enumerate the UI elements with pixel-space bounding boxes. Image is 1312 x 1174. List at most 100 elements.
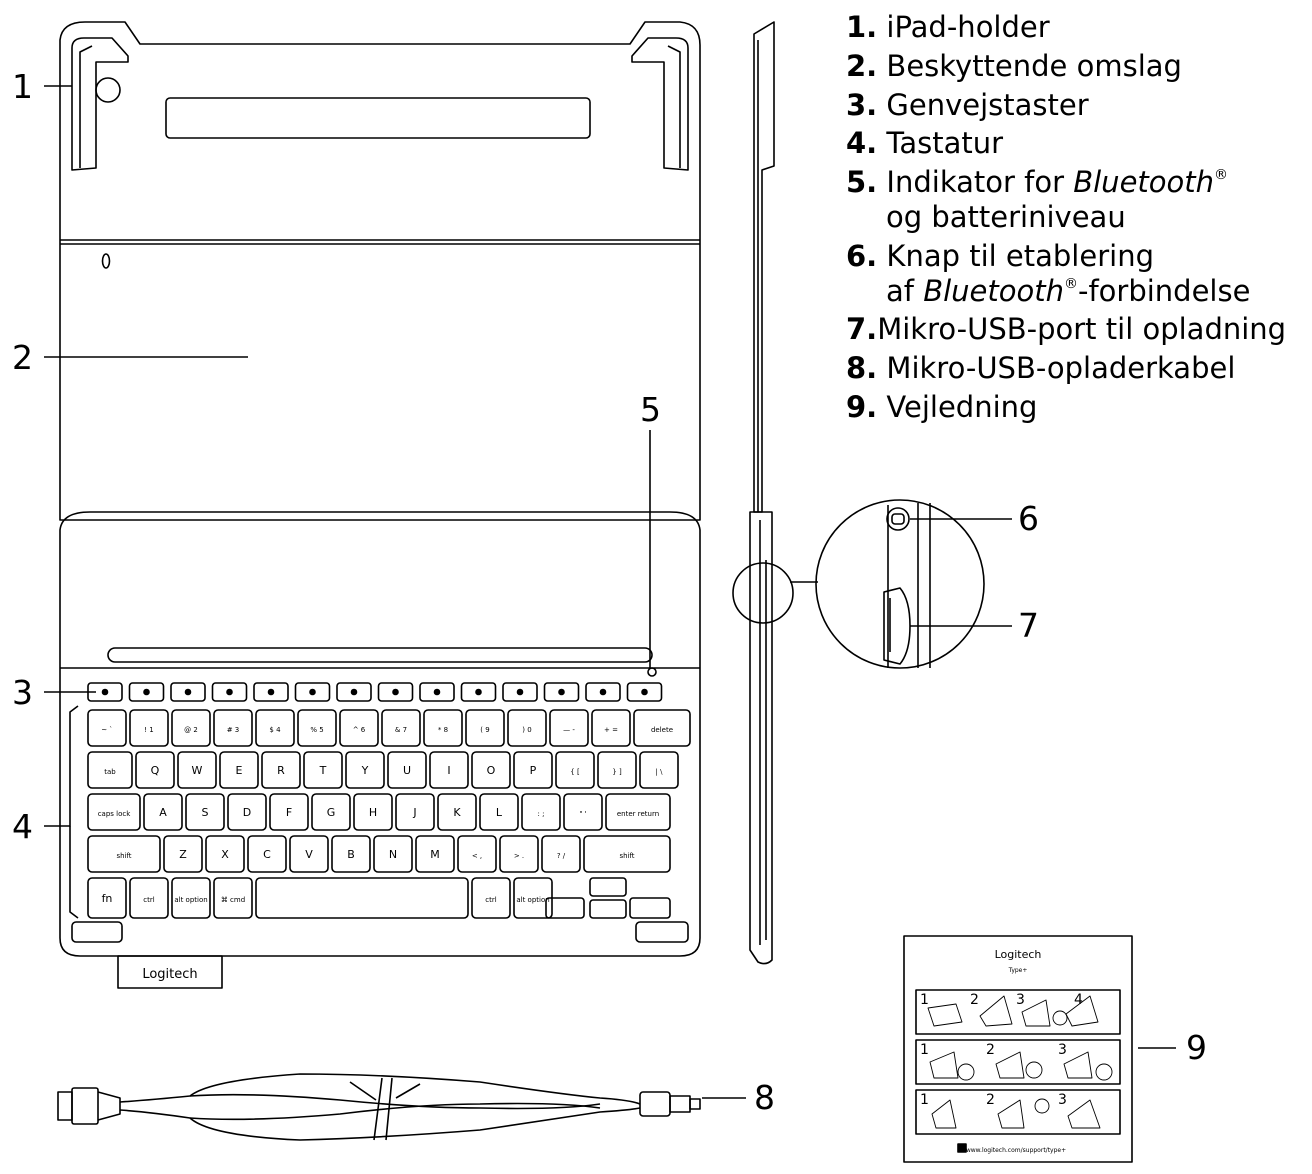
key-label: delete	[651, 726, 673, 734]
key-label: enter return	[617, 810, 659, 818]
key-label: " '	[579, 810, 586, 818]
key-label: L	[496, 806, 503, 819]
key-label: shift	[116, 852, 131, 860]
key	[219, 751, 259, 789]
key-label: W	[192, 764, 203, 777]
key	[395, 793, 435, 831]
key	[213, 709, 253, 747]
key-label: M	[430, 848, 440, 861]
key	[479, 793, 519, 831]
legend-item-9: 9. Vejledning	[846, 389, 1038, 424]
legend-item-1: 1. iPad-holder	[846, 10, 1050, 44]
arrow-key	[629, 897, 671, 919]
key	[345, 751, 385, 789]
key	[87, 835, 161, 873]
key-label: D	[243, 806, 251, 819]
key	[87, 751, 133, 789]
legend-item-2: 2. Beskyttende omslag	[846, 48, 1182, 83]
key-label: ? /	[557, 852, 566, 860]
key	[129, 709, 169, 747]
key	[429, 751, 469, 789]
legend-item-5-cont: og batteriniveau	[886, 199, 1126, 234]
key-label: shift	[619, 852, 634, 860]
shortcut-key	[377, 682, 414, 702]
key	[87, 793, 141, 831]
bluetooth-connect-button	[886, 507, 910, 531]
magnified-detail	[790, 499, 985, 669]
micro-usb-cable	[57, 1073, 701, 1141]
key-label: < ,	[472, 852, 482, 860]
shortcut-key	[128, 682, 165, 702]
manual-url: www.logitech.com/support/type+	[966, 1147, 1066, 1154]
side-profile	[732, 21, 794, 965]
callout-9: 9	[1186, 1028, 1207, 1067]
keyboard-brand: Logitech	[142, 967, 197, 982]
shortcut-key	[294, 682, 331, 702]
key	[171, 709, 211, 747]
key-label: U	[403, 764, 411, 777]
manual-step-number: 2	[986, 1092, 995, 1108]
legend-item-8: 8. Mikro-USB-opladerkabel	[846, 351, 1236, 386]
key	[387, 751, 427, 789]
ipad-holder	[71, 37, 689, 171]
key	[605, 793, 671, 831]
key	[513, 751, 553, 789]
key-label: ⌘ cmd	[221, 896, 245, 904]
key-label: V	[305, 848, 313, 861]
key	[339, 709, 379, 747]
user-manual	[903, 935, 1133, 1163]
key	[289, 835, 329, 873]
shortcut-key	[585, 682, 621, 702]
shortcut-key	[419, 682, 455, 702]
key	[471, 877, 511, 919]
key-label: # 3	[227, 726, 240, 734]
key	[261, 751, 301, 789]
key-label: G	[327, 806, 336, 819]
key	[591, 709, 631, 747]
key-label: C	[263, 848, 271, 861]
key	[163, 835, 203, 873]
manual-step-number: 1	[920, 1092, 929, 1108]
key	[205, 835, 245, 873]
key	[311, 793, 351, 831]
key-label: Z	[179, 848, 187, 861]
key-label: X	[221, 848, 229, 861]
key	[303, 751, 343, 789]
callout-1: 1	[12, 67, 33, 106]
key-label: A	[159, 806, 167, 819]
legend-item-3: 3. Genvejstaster	[846, 87, 1089, 122]
key	[213, 877, 253, 919]
shortcut-key	[336, 682, 372, 702]
key	[499, 835, 539, 873]
manual-step-number: 3	[1058, 1092, 1067, 1108]
key-label: P	[530, 764, 537, 777]
key-label: ctrl	[485, 896, 496, 904]
key	[415, 835, 455, 873]
key	[247, 835, 287, 873]
key-label: N	[389, 848, 397, 861]
legend-item-6-cont: af Bluetooth®-forbindelse	[886, 273, 1251, 308]
key	[185, 793, 225, 831]
key-label: Q	[151, 764, 160, 777]
callout-5: 5	[640, 390, 661, 429]
manual-brand: Logitech	[995, 948, 1042, 961]
key-label: — -	[563, 726, 575, 734]
key-label: B	[347, 848, 355, 861]
callout-6: 6	[1018, 499, 1039, 538]
key-label: | \	[656, 768, 664, 776]
key	[521, 793, 561, 831]
manual-step-number: 3	[1016, 992, 1025, 1008]
manual-step-number: 1	[920, 1042, 929, 1058]
key	[639, 751, 679, 789]
key-label: } ]	[612, 768, 622, 776]
key	[465, 709, 505, 747]
shortcut-keys	[87, 682, 663, 702]
callout-4: 4	[12, 807, 33, 846]
key	[177, 751, 217, 789]
key-label: J	[412, 806, 416, 819]
key-label: ^ 6	[353, 726, 366, 734]
key	[269, 793, 309, 831]
keyboard-base	[59, 511, 701, 989]
key	[331, 835, 371, 873]
key-label: H	[369, 806, 377, 819]
